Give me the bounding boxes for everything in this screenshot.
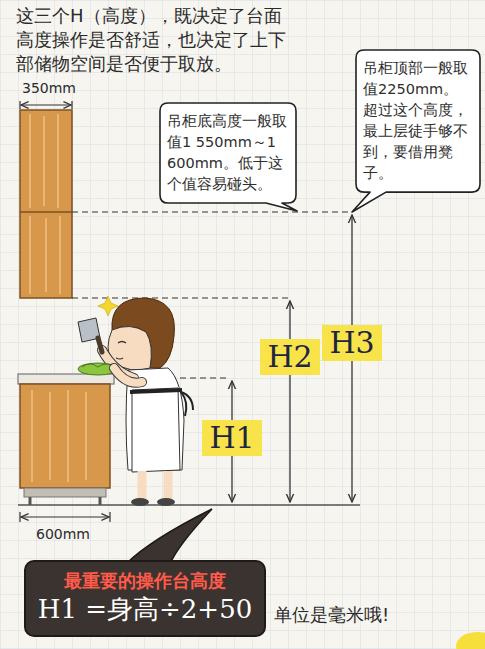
height-tag: H2: [260, 339, 319, 376]
dimension-label: 350mm: [22, 80, 76, 96]
node-text: 吊柜底高度一般取值1 550mm～1 600mm。低于这个值容易碰头。: [167, 111, 289, 195]
arm-outline: [114, 368, 142, 383]
formula-box: 最重要的操作台高度H1 =身高÷2+50: [24, 560, 266, 637]
height-guide: [72, 212, 350, 378]
bubble-shape: [352, 50, 480, 212]
dimension-line: [21, 516, 109, 517]
arm: [114, 368, 142, 383]
mouth: [116, 358, 123, 359]
node-text: H3: [329, 326, 374, 361]
cabbage-leaf: [82, 364, 114, 367]
dimension-line: [21, 104, 71, 105]
node-text: H2: [267, 340, 312, 375]
eye: [118, 342, 126, 344]
node-body-text: H1 =身高÷2+50: [38, 593, 252, 627]
apron: [132, 388, 180, 472]
dimension-tick: [20, 512, 110, 522]
speech-bubble: 吊柜顶部一般取值2250mm。超过这个高度，最上层徒手够不到，要借用凳子。: [356, 50, 480, 192]
cabinet-seam: [20, 211, 72, 213]
height-tag: H3: [322, 325, 381, 362]
note-text: 单位是毫米哦!: [274, 603, 389, 627]
heading-text: 这三个H（高度），既决定了台面高度操作是否舒适，也决定了上下部储物空间是否便于取…: [16, 4, 298, 76]
wall-cabinet: [20, 110, 72, 298]
bubble-shape: [160, 103, 297, 211]
apron-band: [130, 390, 182, 392]
sparkle: [98, 296, 118, 316]
callout-tail: [126, 509, 212, 564]
dimension-label: 600mm: [36, 526, 90, 542]
worktop: [18, 374, 114, 384]
wood-grain: [32, 390, 86, 482]
height-tag: H1: [202, 420, 261, 457]
dimension-tick: [20, 101, 72, 109]
yellow-blob: [456, 632, 485, 649]
node-text: 最重要的操作台高度: [38, 569, 252, 593]
speech-bubble: 吊柜底高度一般取值1 550mm～1 600mm。低于这个值容易碰头。: [160, 103, 296, 203]
height-arrow: [289, 301, 290, 502]
base-cabinet: [20, 384, 110, 488]
plinth: [24, 488, 106, 497]
node-text: 吊柜顶部一般取值2250mm。超过这个高度，最上层徒手够不到，要借用凳子。: [363, 58, 473, 184]
apron-tie: [181, 392, 193, 416]
shoe: [131, 498, 149, 506]
wood-grain: [30, 114, 60, 294]
shoe: [157, 498, 175, 506]
leg: [142, 471, 168, 499]
node-text: H1: [209, 421, 254, 456]
floor-line: [18, 504, 360, 506]
cabinet-leg: [30, 497, 100, 505]
cleaver-handle: [98, 338, 102, 352]
